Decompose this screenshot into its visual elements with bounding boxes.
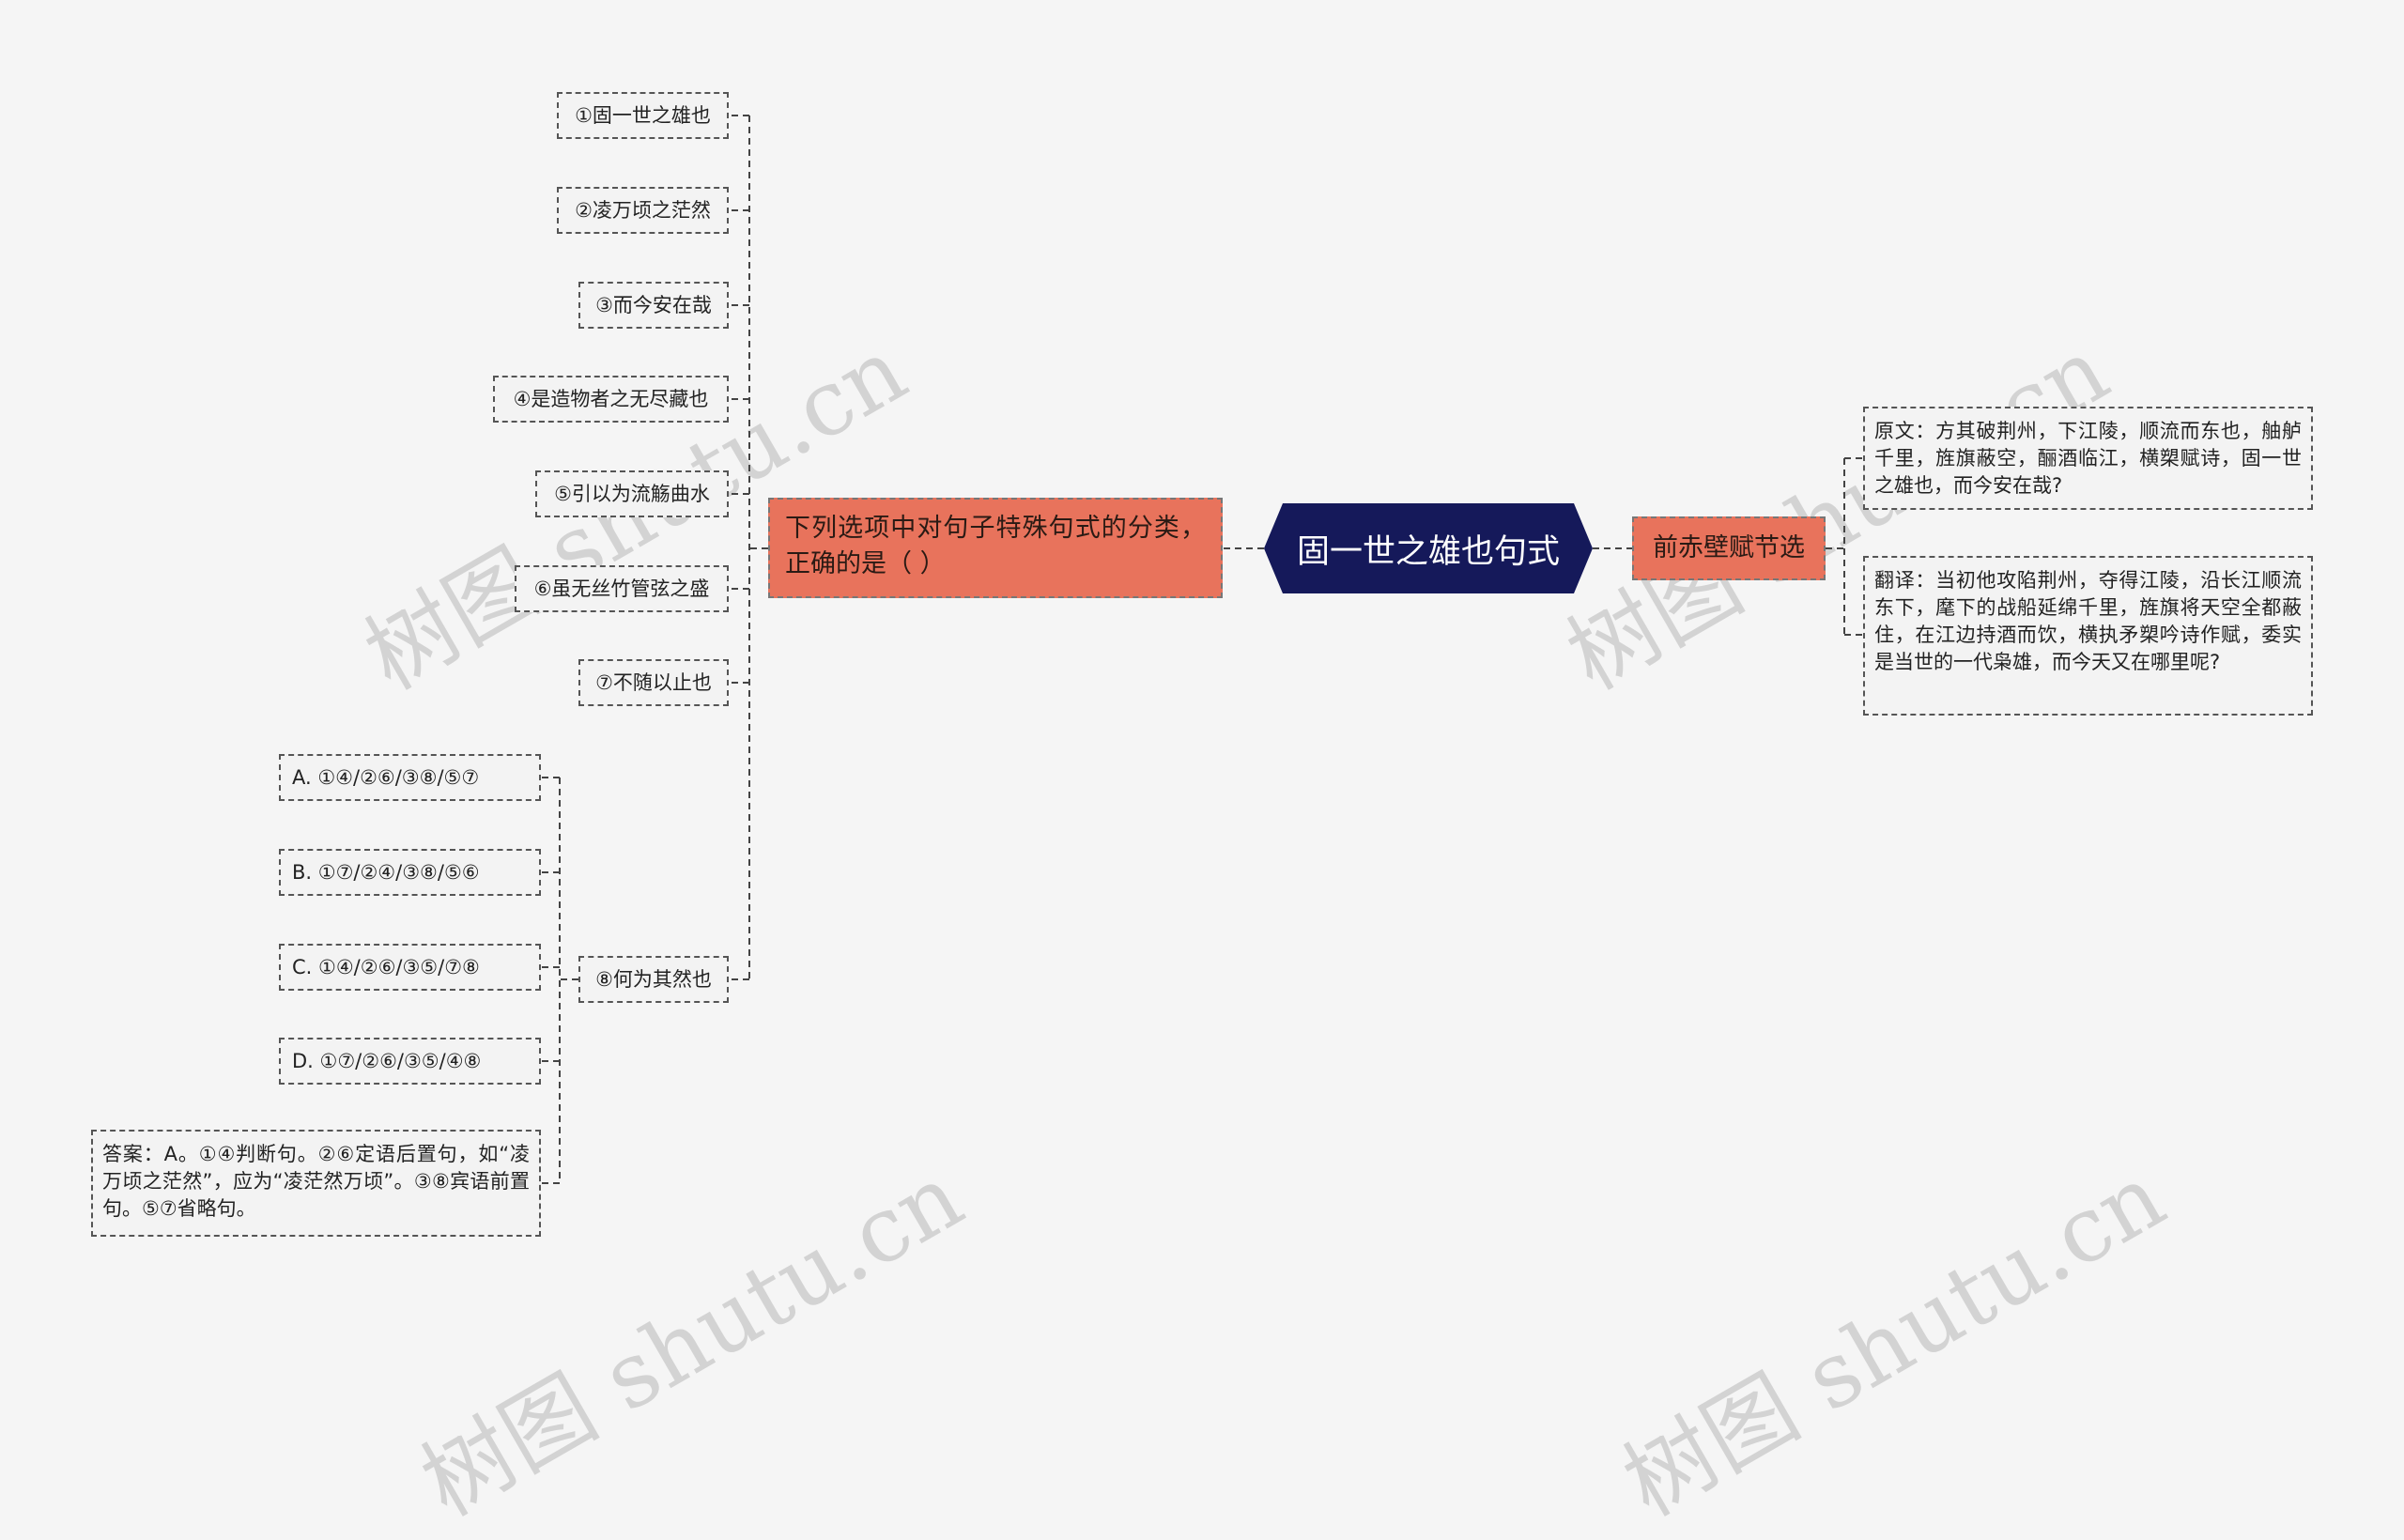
option-c[interactable]: C. ①④/②⑥/③⑤/⑦⑧ bbox=[279, 944, 541, 991]
sentence-item-5[interactable]: ⑤引以为流觞曲水 bbox=[535, 470, 729, 517]
option-d[interactable]: D. ①⑦/②⑥/③⑤/④⑧ bbox=[279, 1038, 541, 1085]
option-a[interactable]: A. ①④/②⑥/③⑧/⑤⑦ bbox=[279, 754, 541, 801]
mind-map-canvas: 树图 shutu.cn 树图 shutu.cn 树图 shutu.cn 树图 s… bbox=[91, 92, 2313, 1536]
answer-note[interactable]: 答案：A。①④判断句。②⑥定语后置句，如“凌万顷之茫然”，应为“凌茫然万顷”。③… bbox=[91, 1130, 541, 1237]
sentence-item-3[interactable]: ③而今安在哉 bbox=[578, 282, 729, 329]
sentence-item-6[interactable]: ⑥虽无丝竹管弦之盛 bbox=[515, 565, 729, 612]
excerpt-original[interactable]: 原文：方其破荆州，下江陵，顺流而东也，舳舻千里，旌旗蔽空，酾酒临江，横槊赋诗，固… bbox=[1863, 407, 2313, 510]
sentence-item-1[interactable]: ①固一世之雄也 bbox=[557, 92, 729, 139]
connector-lines bbox=[541, 115, 1863, 1184]
sentence-item-2[interactable]: ②凌万顷之茫然 bbox=[557, 187, 729, 234]
excerpt-label: 前赤壁赋节选 bbox=[1653, 533, 1805, 562]
sentence-item-8[interactable]: ⑧何为其然也 bbox=[578, 956, 729, 1003]
excerpt-topic[interactable]: 前赤壁赋节选 bbox=[1632, 516, 1826, 580]
question-label: 下列选项中对句子特殊句式的分类，正确的是（ ） bbox=[785, 514, 1206, 578]
option-b[interactable]: B. ①⑦/②④/③⑧/⑤⑥ bbox=[279, 849, 541, 896]
sentence-item-7[interactable]: ⑦不随以止也 bbox=[578, 659, 729, 706]
excerpt-translation[interactable]: 翻译：当初他攻陷荆州，夺得江陵，沿长江顺流东下，麾下的战船延绵千里，旌旗将天空全… bbox=[1863, 556, 2313, 716]
root-topic-shape bbox=[1264, 503, 1593, 593]
question-topic[interactable]: 下列选项中对句子特殊句式的分类，正确的是（ ） bbox=[768, 498, 1223, 598]
root-topic-label: 固一世之雄也句式 bbox=[1296, 532, 1560, 571]
root-topic[interactable]: 固一世之雄也句式 bbox=[1264, 503, 1593, 593]
sentence-item-4[interactable]: ④是造物者之无尽藏也 bbox=[493, 376, 729, 423]
